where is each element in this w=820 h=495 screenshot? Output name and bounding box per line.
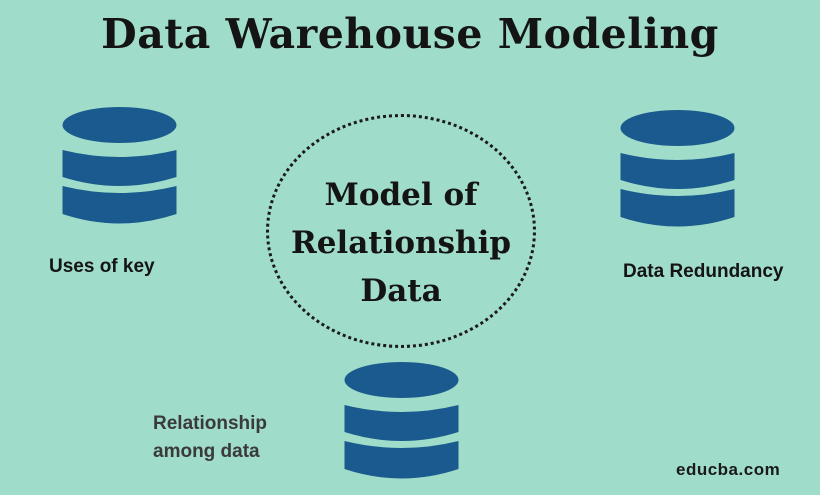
central-dotted-circle xyxy=(266,114,536,348)
brand-watermark: educba.com xyxy=(676,460,781,479)
node-label-line-2: among data xyxy=(153,441,260,462)
central-concept-line-3: Data xyxy=(360,273,442,309)
node-label-uses-of-key: Uses of key xyxy=(49,256,155,277)
database-icon xyxy=(344,362,459,479)
central-concept-line-1: Model of xyxy=(324,177,478,213)
node-label-line-1: Relationship xyxy=(153,413,268,434)
diagram-title: Data Warehouse Modeling xyxy=(101,10,719,58)
database-icon xyxy=(62,107,177,224)
node-label-relationship-among-data: Relationship among data xyxy=(153,410,267,466)
central-concept: Model of Relationship Data xyxy=(266,171,536,315)
database-icon xyxy=(620,110,735,227)
node-label-data-redundancy: Data Redundancy xyxy=(623,261,784,282)
central-concept-line-2: Relationship xyxy=(290,225,512,261)
